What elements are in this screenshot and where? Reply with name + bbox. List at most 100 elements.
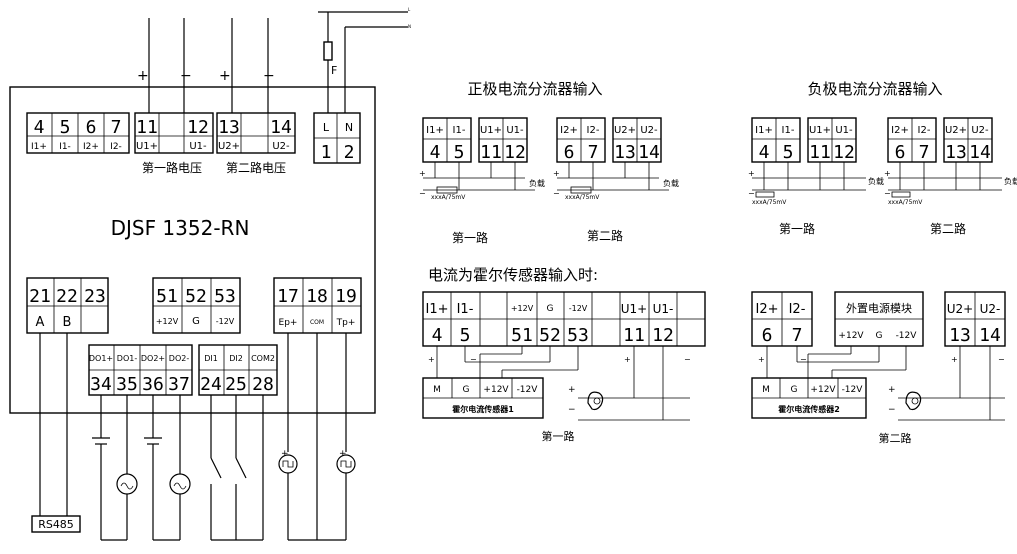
terminal-n: N (345, 121, 353, 134)
hall1-terminal-12: 12 (652, 325, 674, 346)
neg-ch2-terminal-6: 6 (895, 142, 906, 163)
supply-n-label: N (408, 24, 411, 29)
terminal-34: 34 (90, 374, 112, 395)
neg-ch2-terminal-13: 13 (945, 142, 967, 163)
label-u1-minus: U1- (189, 141, 207, 152)
pos-ch1-label-I1+: I1+ (426, 125, 444, 136)
pulse-outputs: + + (278, 333, 356, 541)
terminal-block-u2 (216, 112, 296, 154)
hall1-terminal-4: 4 (432, 325, 443, 346)
rs485-box (31, 515, 81, 533)
hall2-label-u2-minus: U2- (980, 302, 1001, 316)
pos-ch2-rating: xxxA/75mV (565, 194, 600, 201)
terminal-28: 28 (252, 374, 274, 395)
terminal-l: L (323, 121, 330, 134)
terminal-36: 36 (142, 374, 164, 395)
terminal-19: 19 (335, 286, 357, 307)
meter-body (9, 86, 376, 414)
terminal-35: 35 (116, 374, 138, 395)
neg-ch1-rating: xxxA/75mV (752, 199, 787, 206)
positive-shunt-title: 正极电流分流器输入 (467, 80, 602, 98)
neg-ch2-terminal-14: 14 (969, 142, 991, 163)
hall1-label-plus12v: +12V (511, 304, 534, 313)
terminal-21: 21 (29, 286, 51, 307)
pos-ch1-terminal-5: 5 (454, 142, 465, 163)
shunt-section: 正极电流分流器输入 负极电流分流器输入 I1+4I1-5U1+11U1-12+−… (419, 80, 1017, 245)
neg-ch2-label-I2-: I2- (918, 125, 931, 136)
neg-ch2-load: 负载 (1004, 176, 1017, 186)
hall2-label-i2-minus: I2- (789, 302, 806, 317)
hall-sensor-icon (587, 391, 604, 411)
neg-ch1-minus: − (748, 189, 755, 198)
label-ep-plus: Ep+ (279, 318, 298, 328)
terminal-7: 7 (111, 117, 122, 138)
label-minus12v: -12V (216, 317, 235, 326)
neg-ch1-terminal-11: 11 (809, 142, 831, 163)
label-a: A (36, 315, 45, 330)
pos-ch1-minus: − (419, 189, 426, 198)
sensor1-pin-minus12v: -12V (517, 385, 539, 395)
neg-ch1-label-U1+: U1+ (809, 125, 831, 136)
hall2-label-minus12v: -12V (896, 331, 918, 341)
terminal-12: 12 (187, 117, 209, 138)
terminal-2: 2 (344, 142, 355, 163)
label-di2: DI2 (229, 354, 243, 363)
lamp-icon (116, 473, 138, 495)
caption-u1: 第一路电压 (142, 160, 202, 175)
hall2-terminal-7: 7 (792, 325, 803, 346)
pos-ch1-terminal-4: 4 (430, 142, 441, 163)
pos-ch2-plus: + (553, 169, 560, 178)
label-g: G (192, 316, 200, 327)
lamp-icon (169, 473, 191, 495)
label-i1-plus: I1+ (31, 142, 47, 152)
pos-ch2-load: 负载 (663, 178, 679, 188)
hall2-u-plus: + (951, 355, 958, 364)
sensor2-pin-plus12v: +12V (810, 385, 836, 395)
terminal-14: 14 (270, 117, 292, 138)
u1-minus-sign: − (180, 68, 192, 84)
neg-ch1-terminal-12: 12 (833, 142, 855, 163)
external-power-module-label: 外置电源模块 (846, 301, 912, 315)
pos-ch2-minus: − (553, 189, 560, 198)
pos-ch2-shunt-resistor (570, 186, 592, 194)
hall1-label-i1-plus: I1+ (426, 302, 449, 317)
hall1-minus: − (470, 355, 477, 364)
pos-ch1-terminal-12: 12 (504, 142, 526, 163)
neg-ch1-label-U1-: U1- (835, 125, 853, 136)
sensor2-pin-minus12v: -12V (842, 385, 864, 395)
terminal-25: 25 (225, 374, 247, 395)
hall-sensor-icon (905, 391, 922, 411)
pos-ch1-plus: + (419, 169, 426, 178)
neg-ch1-terminal-5: 5 (783, 142, 794, 163)
hall1-label-minus12v: -12V (569, 304, 588, 313)
terminal-block-power-out (152, 277, 241, 334)
label-do1-plus: DO1+ (89, 354, 113, 363)
terminal-17: 17 (277, 286, 299, 307)
neg-ch2-label-I2+: I2+ (891, 125, 909, 136)
pulse1-plus: + (281, 449, 289, 459)
pos-ch2-caption: 第二路 (587, 228, 623, 243)
hall2-label-i2-plus: I2+ (756, 302, 779, 317)
sensor1-pin-plus12v: +12V (483, 385, 509, 395)
hall1-terminal-5: 5 (460, 325, 471, 346)
neg-ch1-terminal-4: 4 (759, 142, 770, 163)
terminal-23: 23 (84, 286, 106, 307)
pos-ch1-label-U1+: U1+ (480, 125, 502, 136)
neg-ch1-plus: + (748, 169, 755, 178)
label-do2-plus: DO2+ (141, 354, 165, 363)
hall1-u-plus: + (624, 355, 631, 364)
di-switches (210, 395, 264, 541)
label-u2-plus: U2+ (218, 141, 240, 152)
hall2-u-minus: − (998, 355, 1005, 364)
bus1-minus: − (568, 405, 576, 415)
hall1-label-g: G (547, 304, 554, 314)
pos-ch1-terminal-11: 11 (480, 142, 502, 163)
hall1-terminal-52: 52 (539, 325, 561, 346)
bus2-plus: + (888, 385, 896, 395)
hall-section: 电流为霍尔传感器输入时: I1+ I1- +12V G -12V U1+ U1-… (422, 266, 1006, 445)
hall2-terminal-13: 13 (949, 325, 971, 346)
